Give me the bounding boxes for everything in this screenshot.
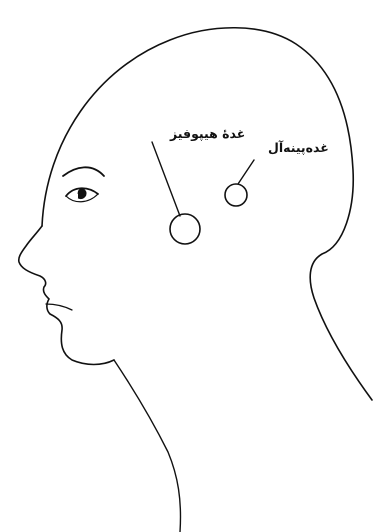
hypophysis-leader-line (152, 142, 180, 216)
eye-pupil (78, 189, 86, 199)
pineal-leader-line (238, 160, 254, 184)
pineal-label: غده‌پینه‌آل (268, 140, 329, 155)
hypophysis-gland (170, 214, 200, 244)
eyebrow (63, 167, 104, 176)
pineal-gland (225, 184, 247, 206)
head-outline (42, 28, 372, 400)
hypophysis-label: غدهٔ هیپوفیز (169, 126, 245, 141)
face-profile (19, 226, 114, 365)
mouth-line (46, 304, 72, 310)
neck-front (114, 360, 181, 532)
